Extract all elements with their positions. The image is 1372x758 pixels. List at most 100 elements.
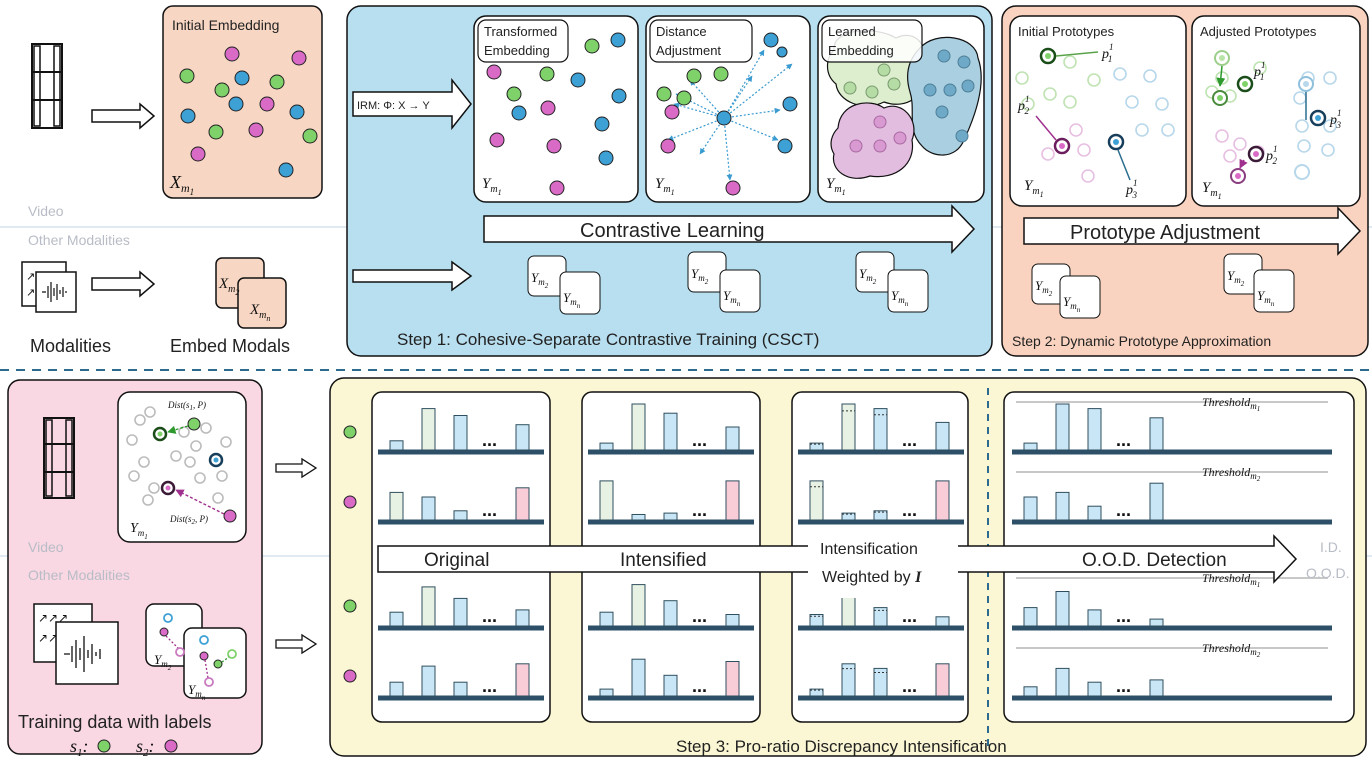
svg-text:Dist(s2, P): Dist(s2, P) <box>169 514 208 526</box>
threshold-label: Thresholdm1 <box>1202 395 1260 413</box>
bar <box>1055 403 1070 451</box>
bar <box>599 442 614 451</box>
svg-text:Ym2: Ym2 <box>1035 278 1053 298</box>
svg-text:Ym2: Ym2 <box>531 270 549 290</box>
other-modalities-row-label-bottom: Other Modalities <box>28 567 130 583</box>
other-modalities-arrow <box>352 260 473 292</box>
other-y-group-2: Ym2 Ymn <box>687 251 761 313</box>
video-film-icon-bottom <box>43 417 75 499</box>
ellipsis: ... <box>902 500 917 520</box>
step1-csct-panel: IRM: Φ: X → Y Transformed Embedding Ym1 <box>346 5 993 357</box>
bar <box>1149 679 1164 697</box>
bar <box>873 607 888 627</box>
ellipsis: ... <box>1116 500 1131 520</box>
embed-modals-label: Embed Modals <box>170 336 290 356</box>
bar <box>421 586 436 627</box>
other-y-group-1: Ym2 Ymn <box>527 255 601 315</box>
flow-arrow-video <box>275 457 318 479</box>
svg-text:Ym2: Ym2 <box>154 652 172 672</box>
svg-text:Learned: Learned <box>828 24 876 39</box>
irm-label: IRM: Φ: X → Y <box>357 100 430 112</box>
transformed-embedding-box: Transformed Embedding Ym1 <box>473 15 639 203</box>
bar <box>389 681 404 697</box>
label-legend: s1: s2: <box>70 736 178 758</box>
bar <box>935 480 950 521</box>
embed-arrow-video <box>91 102 156 130</box>
svg-text:Ymn: Ymn <box>563 290 581 310</box>
ellipsis: ... <box>902 676 917 696</box>
other-y-group-3: Ym2 Ymn <box>855 251 929 313</box>
svg-text:Ym2: Ym2 <box>859 266 877 286</box>
bar <box>841 512 856 521</box>
bar <box>1087 408 1102 451</box>
bar <box>1149 417 1164 451</box>
bar <box>1023 496 1038 521</box>
svg-text:p13: p13 <box>1329 108 1342 130</box>
contrastive-learning-arrow <box>483 204 976 254</box>
svg-text:Adjusted Prototypes: Adjusted Prototypes <box>1200 24 1317 39</box>
svg-text:Ymn: Ymn <box>188 682 206 702</box>
svg-text:Ym1: Ym1 <box>826 176 846 197</box>
bar <box>515 487 530 521</box>
bar <box>515 424 530 451</box>
bar <box>663 512 678 521</box>
bar <box>1087 609 1102 627</box>
original-label: Original <box>424 550 489 571</box>
intensification-label-2: Weighted by I <box>822 569 922 586</box>
bar <box>725 614 740 627</box>
bar <box>421 408 436 451</box>
bar <box>725 426 740 451</box>
bar <box>599 688 614 697</box>
ellipsis: ... <box>902 606 917 626</box>
distance-adjustment-box: Distance Adjustment <box>645 15 811 203</box>
bar <box>1023 442 1038 451</box>
svg-text:Ymn: Ymn <box>891 288 909 308</box>
embed-arrow-other <box>91 270 156 298</box>
svg-text:p11: p11 <box>1101 42 1113 64</box>
other-distance-boxes: Ym2 Ymn <box>145 603 247 702</box>
bar <box>935 663 950 697</box>
initial-embedding-points <box>179 46 318 178</box>
row-marker-magenta-2 <box>343 669 357 683</box>
step3-pdi-panel: .......................................T… <box>329 377 1367 757</box>
adjusted-prototypes-box: Adjusted Prototypes p1 <box>1191 15 1361 207</box>
bar <box>725 661 740 697</box>
bar <box>809 480 824 521</box>
threshold-label: Thresholdm1 <box>1202 571 1260 589</box>
ellipsis: ... <box>482 676 497 696</box>
bar <box>631 584 646 627</box>
svg-text:Ym2: Ym2 <box>1227 268 1245 288</box>
training-data-label: Training data with labels <box>18 712 211 732</box>
svg-text:Adjustment: Adjustment <box>656 43 721 58</box>
bar <box>631 403 646 451</box>
svg-text:Xm2: Xm2 <box>218 276 239 297</box>
svg-text:p11: p11 <box>1253 60 1265 82</box>
svg-text:Ym1: Ym1 <box>655 176 675 197</box>
svg-text:p12: p12 <box>1017 94 1030 116</box>
irm-arrow <box>352 77 472 131</box>
bar <box>663 674 678 697</box>
bar <box>515 609 530 627</box>
training-data-panel: Dist(s1, P) Dist(s2, P) Ym1 Video Other … <box>7 379 263 758</box>
intensified-label: Intensified <box>620 550 707 571</box>
prototype-adjustment-arrow <box>1023 206 1362 256</box>
bar <box>841 663 856 697</box>
video-row-label: Video <box>28 203 64 219</box>
video-row-label-bottom: Video <box>28 539 64 555</box>
intensification-label-1: Intensification <box>820 541 918 558</box>
bar <box>935 421 950 451</box>
bar <box>1055 491 1070 521</box>
step3-caption: Step 3: Pro-ratio Discrepancy Intensific… <box>676 737 1007 756</box>
other-modalities-icon: ↗↗↗ ↗↗↗ <box>21 261 77 313</box>
bar <box>453 510 468 521</box>
row-marker-magenta-1 <box>343 495 357 509</box>
flow-arrow-other <box>275 633 318 655</box>
bar <box>809 442 824 451</box>
svg-text:Initial Prototypes: Initial Prototypes <box>1018 24 1115 39</box>
ellipsis: ... <box>692 606 707 626</box>
bar <box>873 408 888 451</box>
bar <box>1149 618 1164 627</box>
other-modalities-icon-bottom: ↗↗↗ ↗↗↗ <box>33 603 119 685</box>
